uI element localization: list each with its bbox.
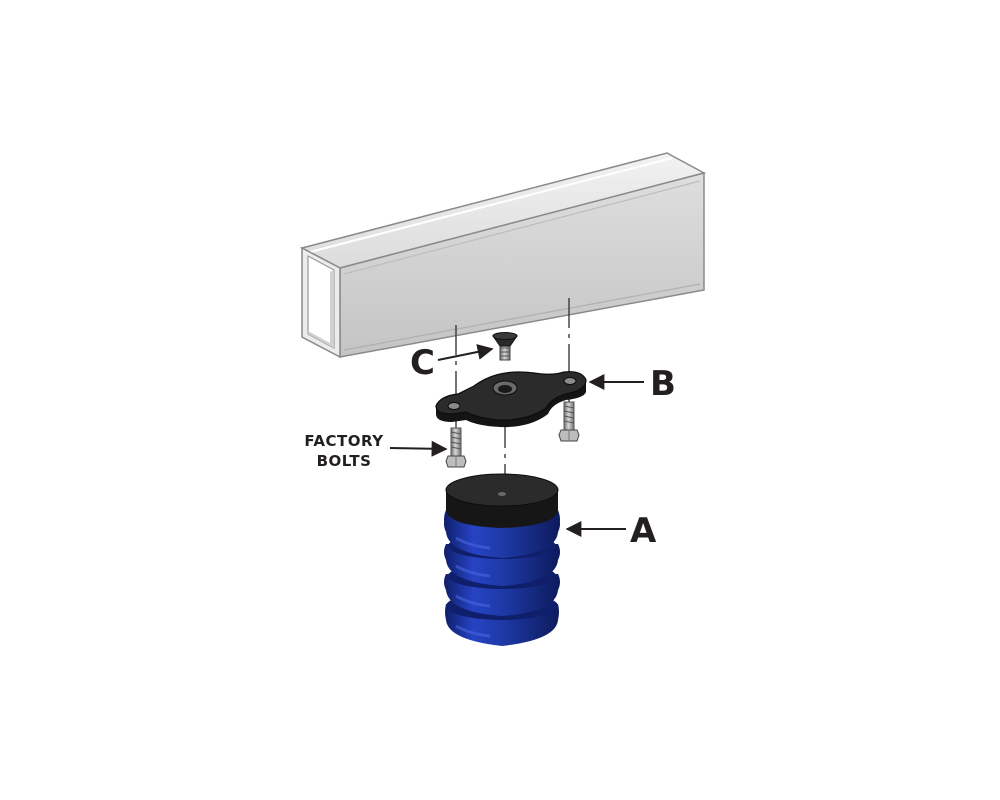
arrow-c xyxy=(437,344,494,361)
factory-bolt-left xyxy=(445,427,467,468)
callout-label-factory-line2: BOLTS xyxy=(317,452,372,470)
callout-label-c: C xyxy=(410,343,435,383)
callout-label-a: A xyxy=(630,511,657,551)
arrow-factory-bolts xyxy=(389,440,448,457)
callout-label-factory-line1: FACTORY xyxy=(304,432,384,450)
mounting-bracket-b xyxy=(435,371,587,428)
callout-arrows xyxy=(389,344,644,537)
rubber-spring-a xyxy=(444,473,560,646)
frame-rail xyxy=(299,152,707,359)
callout-label-b: B xyxy=(650,364,676,404)
factory-bolt-right xyxy=(558,401,580,442)
countersunk-screw-c xyxy=(492,332,518,361)
